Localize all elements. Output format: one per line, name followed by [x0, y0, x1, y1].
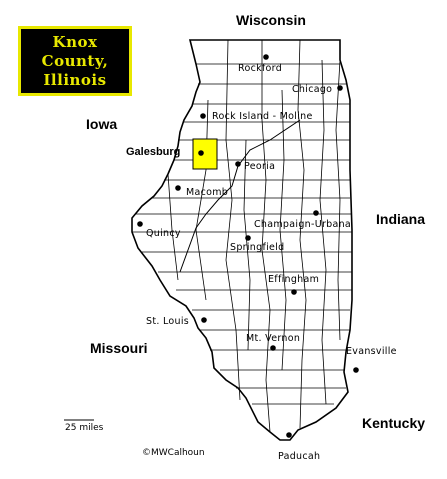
galesburg-dot [198, 150, 204, 156]
knox-county-highlight[interactable] [192, 138, 218, 170]
title-line-1: Knox [52, 32, 98, 51]
title-line-2: County, [41, 51, 109, 70]
label-springfield: Springfield [230, 242, 285, 253]
macomb-dot [175, 185, 181, 191]
evansville-dot [353, 367, 359, 373]
champaign-dot [313, 210, 319, 216]
label-st-louis: St. Louis [146, 316, 190, 327]
illinois-outline [131, 39, 353, 441]
label-iowa: Iowa [86, 116, 118, 132]
label-paducah: Paducah [278, 451, 321, 462]
label-indiana: Indiana [376, 211, 426, 227]
chicago-dot [337, 85, 343, 91]
scale-label: 25 miles [65, 423, 104, 433]
credit-label: ©MWCalhoun [142, 448, 205, 458]
title-line-3: Illinois [43, 70, 107, 89]
label-wisconsin: Wisconsin [236, 12, 306, 28]
label-missouri: Missouri [90, 340, 148, 356]
paducah-dot [286, 432, 292, 438]
label-quincy: Quincy [146, 228, 181, 239]
label-evansville: Evansville [346, 346, 397, 357]
label-galesburg: Galesburg [126, 146, 181, 158]
label-champaign: Champaign-Urbana [254, 219, 352, 230]
label-chicago: Chicago [292, 84, 333, 95]
city-markers [137, 54, 359, 438]
label-mt-vernon: Mt. Vernon [246, 333, 301, 344]
title-box: Knox County, Illinois [18, 26, 132, 96]
effingham-dot [291, 289, 297, 295]
label-macomb: Macomb [186, 187, 229, 198]
rock-island-dot [200, 113, 206, 119]
label-kentucky: Kentucky [362, 415, 426, 431]
illinois-river [179, 119, 301, 273]
rockford-dot [263, 54, 269, 60]
springfield-dot [245, 235, 251, 241]
st-louis-dot [201, 317, 207, 323]
label-rockford: Rockford [238, 63, 283, 74]
label-effingham: Effingham [268, 274, 320, 285]
quincy-dot [137, 221, 143, 227]
label-peoria: Peoria [244, 161, 276, 172]
peoria-dot [235, 161, 241, 167]
label-rock-island: Rock Island - Moline [212, 111, 313, 122]
mt-vernon-dot [270, 345, 276, 351]
